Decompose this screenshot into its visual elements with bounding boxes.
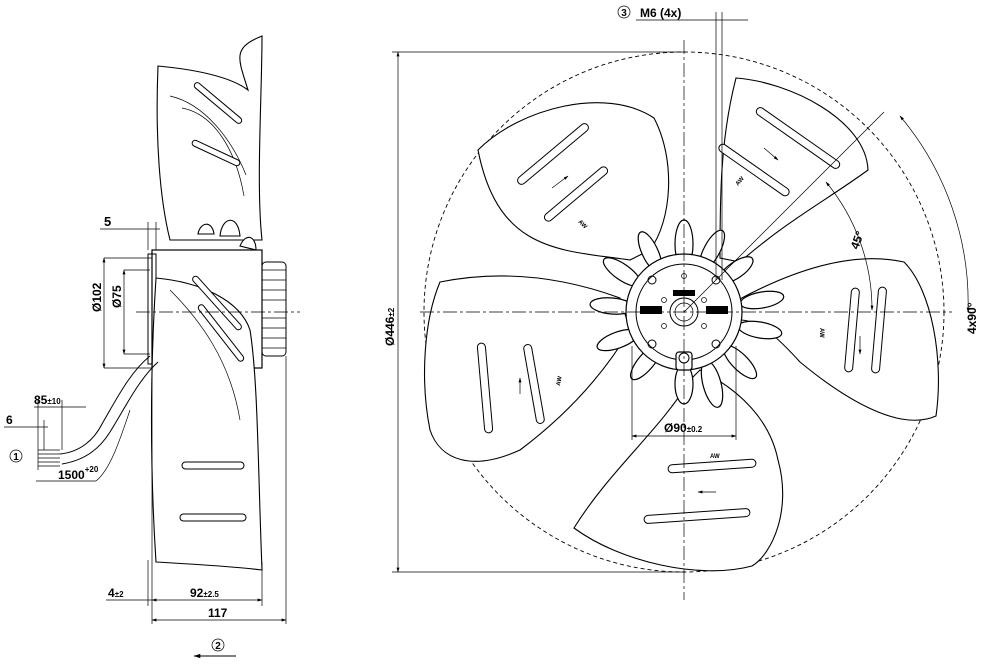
dim-dia-75: Ø75 <box>110 285 124 308</box>
callout-circle-2 <box>211 638 225 652</box>
svg-text:AW: AW <box>735 176 746 188</box>
side-lobe-2 <box>219 219 241 237</box>
dim-wire-strip: 6 <box>6 413 13 427</box>
front-blade-top <box>477 102 670 261</box>
side-slot-2 <box>191 139 241 167</box>
dim-mounting-thread: M6 (4x) <box>640 6 681 20</box>
callout-circle-3 <box>617 5 631 19</box>
side-lobe-1 <box>197 223 215 235</box>
callout-cable: 1 <box>13 452 19 463</box>
front-view: AW AW AW AW AW <box>383 5 979 600</box>
dim-hole-circle: Ø90±0.2 <box>664 421 703 435</box>
dim-flange-thickness: 5 <box>104 214 111 229</box>
side-slot-1 <box>193 82 243 124</box>
front-blade-right <box>737 258 939 421</box>
dim-total-depth: 117 <box>208 606 228 620</box>
svg-text:AW: AW <box>818 328 824 338</box>
side-slot-4 <box>197 304 245 362</box>
side-view: 5 Ø102 Ø75 85±10 6 1 1500+20 4±2 <box>4 35 300 659</box>
svg-text:AW: AW <box>556 375 564 386</box>
side-slot-6 <box>179 513 247 522</box>
dim-cable-strip: 85±10 <box>34 393 61 407</box>
angle-45-ray <box>683 111 885 313</box>
blade-tiny-labels: AW AW AW AW AW <box>556 176 824 460</box>
angle-45-arc <box>825 181 874 311</box>
dim-angle-45: 45° <box>848 229 867 251</box>
front-blade-topright <box>719 77 869 263</box>
side-slot-5 <box>181 461 245 470</box>
angle-4x90-arc <box>899 115 970 313</box>
callout-circle-1 <box>9 449 23 463</box>
side-cooling-fins <box>261 261 287 357</box>
dim-angle-4x90: 4x90° <box>965 302 979 334</box>
front-blade-slots <box>476 107 887 524</box>
dim-outer-dia: Ø446±2 <box>383 307 397 346</box>
dim-offset-4: 4±2 <box>108 586 124 600</box>
side-blade-edge-2 <box>169 95 247 176</box>
dim-cable-length: 1500+20 <box>58 465 99 482</box>
side-blade-edge-1 <box>181 107 245 197</box>
svg-text:AW: AW <box>710 454 720 460</box>
dim-dia-102: Ø102 <box>90 282 104 312</box>
side-blade-upper <box>156 35 263 241</box>
callout-mounting: 3 <box>621 8 627 19</box>
side-blade-edge-3 <box>169 289 241 421</box>
side-slot-3 <box>192 275 242 331</box>
rotation-arrows <box>518 147 862 494</box>
side-blade-lower <box>150 277 263 571</box>
cable-wires <box>38 449 60 467</box>
dim-depth-92: 92±2.5 <box>190 586 219 600</box>
callout-airflow: 2 <box>215 641 221 652</box>
svg-text:AW: AW <box>577 219 588 230</box>
cable-outer <box>61 361 159 465</box>
cable <box>59 355 151 455</box>
